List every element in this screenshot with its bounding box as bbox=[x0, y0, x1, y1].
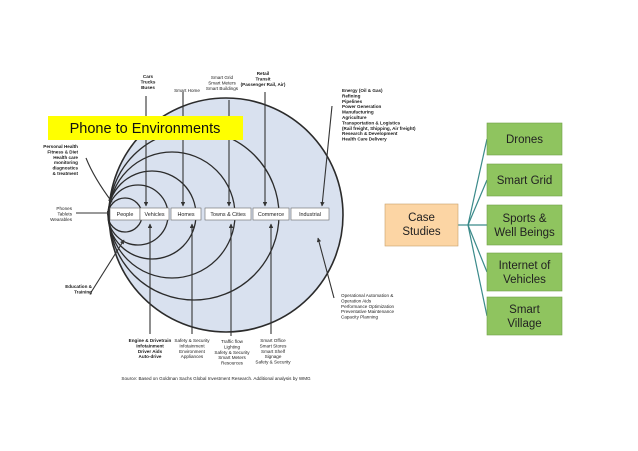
ring-label-boxes: People Vehicles Homes Towns & Cities Commerc… bbox=[109, 207, 330, 221]
ring-label-box bbox=[252, 207, 290, 221]
label-arrow bbox=[85, 157, 113, 203]
left-application-label: Education &Training bbox=[65, 284, 92, 294]
case-study-node bbox=[486, 204, 563, 246]
tree-connector bbox=[467, 224, 488, 317]
ring-label-box bbox=[139, 207, 170, 221]
source-note: Source: Based on Goldman Sachs Global In… bbox=[121, 376, 311, 381]
case-study-node bbox=[486, 122, 563, 156]
case-study-label: Drones bbox=[506, 134, 543, 146]
ring-label: Towns & Cities bbox=[210, 212, 246, 218]
case-study-label: Smart Grid bbox=[497, 175, 553, 187]
ring-label-box bbox=[204, 207, 252, 221]
ring-label-box bbox=[170, 207, 202, 221]
case-studies-node bbox=[384, 203, 459, 247]
ring-label: People bbox=[117, 212, 134, 218]
ring-label: Vehicles bbox=[144, 212, 164, 218]
case-study-label: Sports &Well Beings bbox=[494, 213, 555, 239]
tree-connector bbox=[467, 179, 488, 226]
case-study-node bbox=[486, 296, 563, 336]
banner-label: Phone to Environments bbox=[70, 121, 221, 137]
phone-to-environments-banner: Phone to Environments bbox=[48, 116, 243, 140]
ring-label-box bbox=[290, 207, 330, 221]
top-application-label: Smart Home bbox=[174, 88, 200, 93]
ring-label: Industrial bbox=[299, 212, 321, 218]
label-arrow bbox=[89, 239, 125, 295]
ring-label: Homes bbox=[177, 212, 194, 218]
tree-connector bbox=[467, 138, 488, 226]
banner-background bbox=[48, 116, 243, 140]
case-study-node bbox=[486, 163, 563, 197]
tree-connector bbox=[467, 224, 488, 273]
label-arrow bbox=[316, 237, 335, 299]
label-arrow bbox=[320, 105, 333, 207]
ring-label: Commerce bbox=[258, 212, 284, 218]
label-arrows bbox=[76, 92, 335, 336]
case-study-node bbox=[486, 252, 563, 292]
